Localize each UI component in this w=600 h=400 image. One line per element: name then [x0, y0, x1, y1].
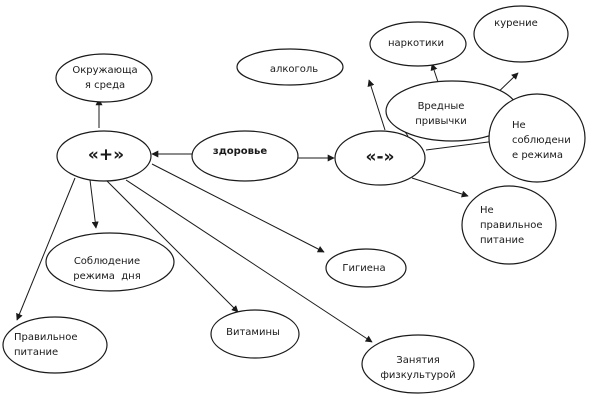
node-environment-label: Окружающа я среда [72, 65, 138, 91]
node-routine-label: Соблюдение режима дня [73, 256, 141, 282]
node-alcohol-shape [236, 48, 344, 86]
node-sports-shape [361, 334, 475, 394]
node-routine-shape [45, 232, 175, 292]
edge-negative-to-no-routine [425, 138, 497, 151]
node-hygiene-label: Гигиена [342, 263, 386, 274]
node-narcotics-shape [369, 21, 467, 67]
node-improper-nutrition-label: Не правильное питание [480, 205, 543, 246]
node-health-label: здоровье [212, 146, 268, 157]
node-alcohol-label: алкоголь [269, 64, 319, 75]
node-smoking-label: курение [494, 18, 538, 29]
node-health-shape [191, 130, 299, 182]
node-no-routine-shape [488, 93, 586, 183]
node-improper-nutrition-shape [461, 185, 557, 265]
edge-positive-to-routine [89, 179, 99, 229]
edge-positive-to-hygiene [151, 163, 325, 253]
edge-positive-to-sports [125, 179, 373, 343]
node-negative-label: «-» [365, 147, 395, 167]
node-bad-habits-label: Вредные привычки [415, 101, 467, 127]
node-narcotics-label: наркотики [387, 38, 445, 49]
node-positive-shape [56, 130, 152, 182]
node-sports-label: Занятия физкультурой [380, 355, 456, 381]
node-environment-shape [55, 53, 153, 103]
node-vitamins-shape [210, 309, 300, 359]
node-hygiene-shape [325, 248, 407, 288]
edge-positive-to-nutrition [16, 177, 76, 321]
edge-negative-to-alcohol [367, 79, 386, 131]
node-nutrition-shape [2, 316, 108, 374]
edge-bad-habits-to-narcotics [430, 63, 439, 83]
node-positive-label: «+» [87, 145, 125, 165]
edge-negative-to-improper-nutrition [411, 177, 469, 198]
edge-positive-to-vitamins [105, 179, 239, 313]
node-vitamins-label: Витамины [226, 327, 280, 338]
node-nutrition-label: Правильное питание [14, 332, 78, 358]
node-no-routine-label: Не соблюдени е режима [512, 120, 571, 161]
node-negative-shape [334, 130, 426, 186]
node-smoking-shape [473, 5, 569, 63]
